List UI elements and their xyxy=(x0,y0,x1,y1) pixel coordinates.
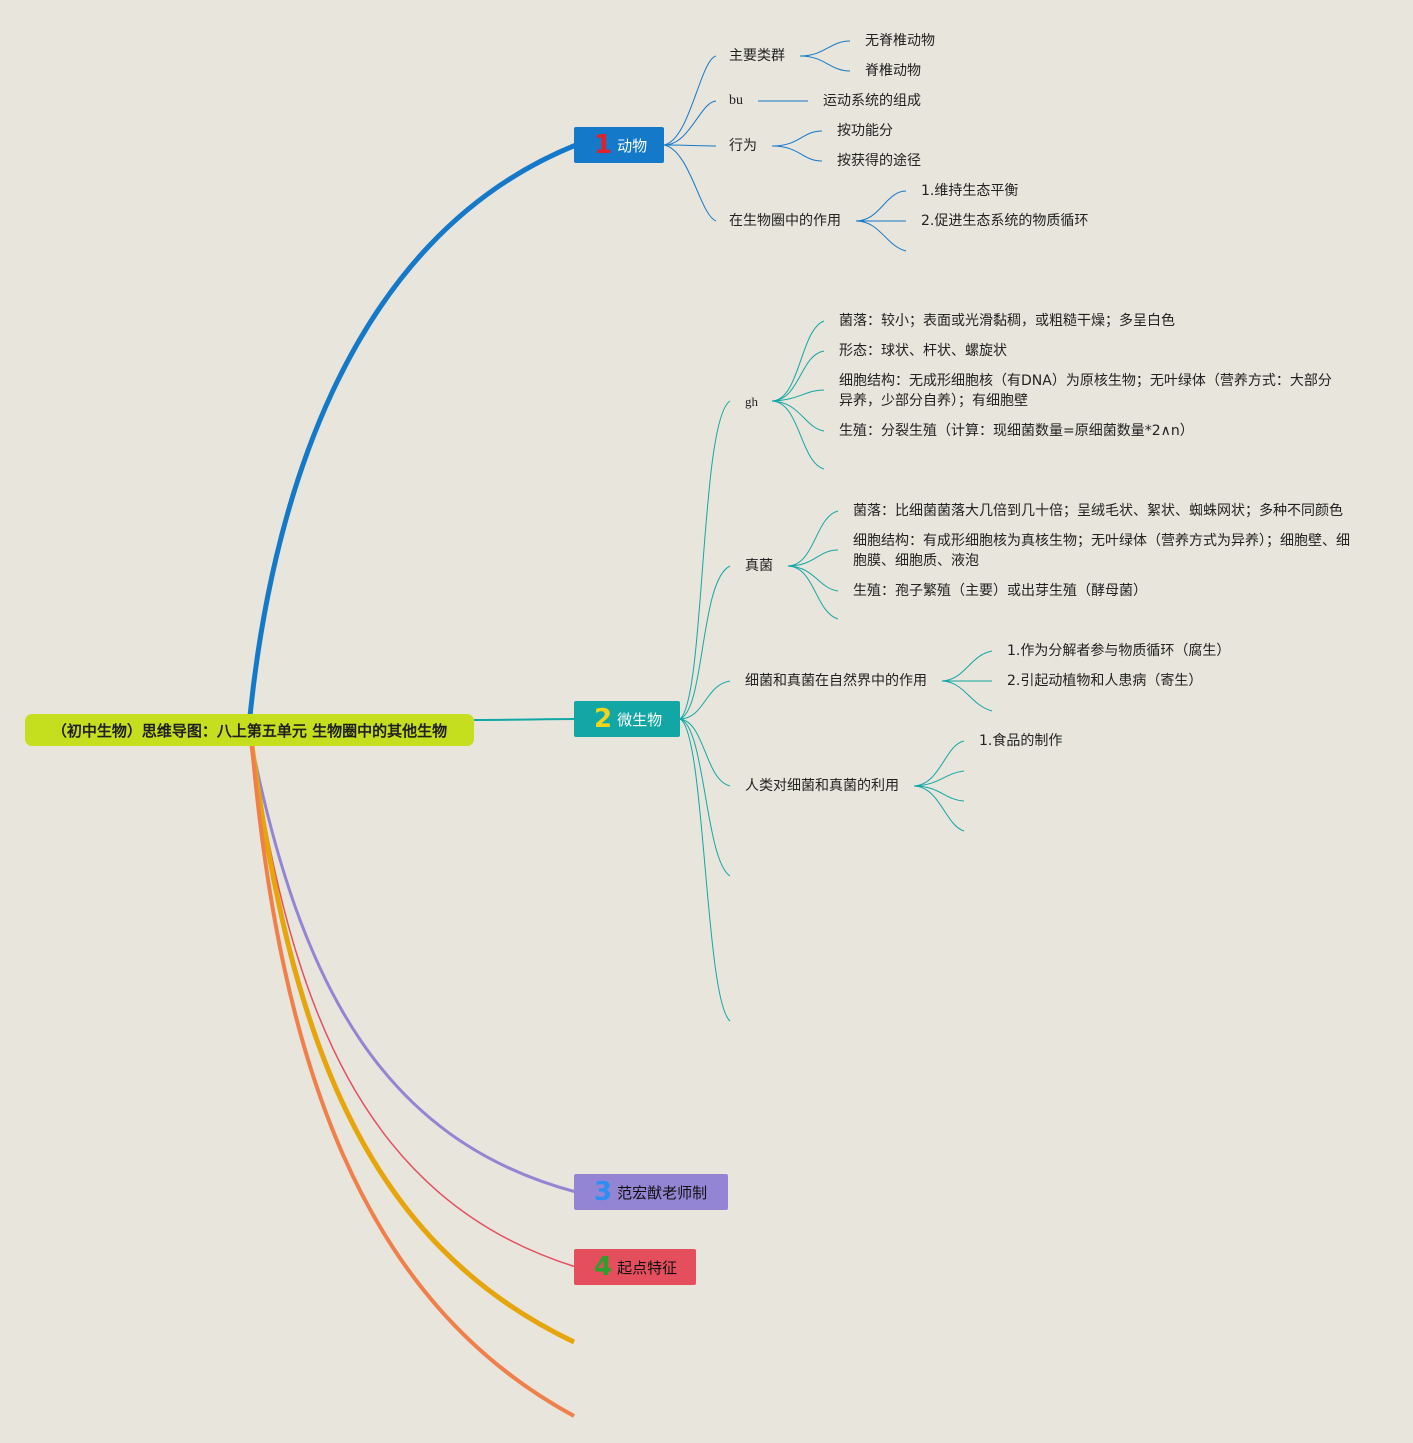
topic-number: 3 xyxy=(594,1177,613,1207)
node-invertebrates[interactable]: 无脊椎动物 xyxy=(865,33,935,49)
topic-label: 起点特征 xyxy=(617,1258,678,1277)
branch-empty-orange xyxy=(250,745,575,1418)
node-animal-role[interactable]: 在生物圈中的作用 xyxy=(729,213,841,229)
node-nature-2[interactable]: 2.引起动植物和人患病（寄生） xyxy=(1007,673,1203,689)
node-movement-system[interactable]: 运动系统的组成 xyxy=(823,93,921,109)
topic-microbe[interactable]: 2 微生物 xyxy=(574,701,680,737)
node-bacteria-cell[interactable]: 细胞结构：无成形细胞核（有DNA）为原核生物；无叶绿体（营养方式：大部分异养，少… xyxy=(839,373,1332,409)
topic-animal[interactable]: 1 动物 xyxy=(574,127,664,163)
branch-teacher xyxy=(250,745,577,1194)
node-nature-role[interactable]: 细菌和真菌在自然界中的作用 xyxy=(745,673,927,689)
branch-feature xyxy=(251,745,577,1268)
node-behavior[interactable]: 行为 xyxy=(729,138,757,154)
topic-label: 范宏猷老师制 xyxy=(617,1183,708,1202)
node-bacteria-shape[interactable]: 形态：球状、杆状、螺旋状 xyxy=(839,343,1007,359)
topic-number: 1 xyxy=(594,130,613,160)
node-vertebrates[interactable]: 脊椎动物 xyxy=(865,63,921,79)
node-human-use[interactable]: 人类对细菌和真菌的利用 xyxy=(745,778,899,794)
root-topic[interactable]: （初中生物）思维导图：八上第五单元 生物圈中的其他生物 xyxy=(25,714,474,746)
branch-empty-yellow xyxy=(249,745,576,1345)
topic-feature[interactable]: 4 起点特征 xyxy=(574,1249,696,1285)
topic-number: 4 xyxy=(594,1252,613,1282)
branch-animal xyxy=(247,142,579,719)
node-fungi-cell[interactable]: 细胞结构：有成形细胞核为真核生物；无叶绿体（营养方式为异养）；细胞壁、细胞膜、细… xyxy=(853,533,1350,569)
node-by-acquire[interactable]: 按获得的途径 xyxy=(837,153,921,169)
node-bu[interactable]: bu xyxy=(729,93,743,108)
node-by-function[interactable]: 按功能分 xyxy=(837,123,893,139)
node-fungi-repro[interactable]: 生殖：孢子繁殖（主要）或出芽生殖（酵母菌） xyxy=(853,583,1147,599)
node-human-1[interactable]: 1.食品的制作 xyxy=(979,733,1063,749)
topic-number: 2 xyxy=(594,704,613,734)
node-nature-1[interactable]: 1.作为分解者参与物质循环（腐生） xyxy=(1007,643,1231,659)
node-gh[interactable]: gh xyxy=(745,394,758,409)
node-fungi[interactable]: 真菌 xyxy=(745,558,773,574)
node-role-1[interactable]: 1.维持生态平衡 xyxy=(921,183,1019,199)
node-main-groups[interactable]: 主要类群 xyxy=(729,48,785,64)
branch-microbe xyxy=(473,718,577,721)
topic-label: 动物 xyxy=(617,136,648,155)
node-bacteria-colony[interactable]: 菌落：较小；表面或光滑黏稠，或粗糙干燥；多呈白色 xyxy=(839,313,1175,329)
node-role-2[interactable]: 2.促进生态系统的物质循环 xyxy=(921,213,1089,229)
node-bacteria-repro[interactable]: 生殖：分裂生殖（计算：现细菌数量=原细菌数量*2∧n） xyxy=(839,423,1194,439)
node-fungi-colony[interactable]: 菌落：比细菌菌落大几倍到几十倍；呈绒毛状、絮状、蜘蛛网状；多种不同颜色 xyxy=(853,503,1343,519)
topic-label: 微生物 xyxy=(617,710,663,729)
topic-teacher[interactable]: 3 范宏猷老师制 xyxy=(574,1174,728,1210)
